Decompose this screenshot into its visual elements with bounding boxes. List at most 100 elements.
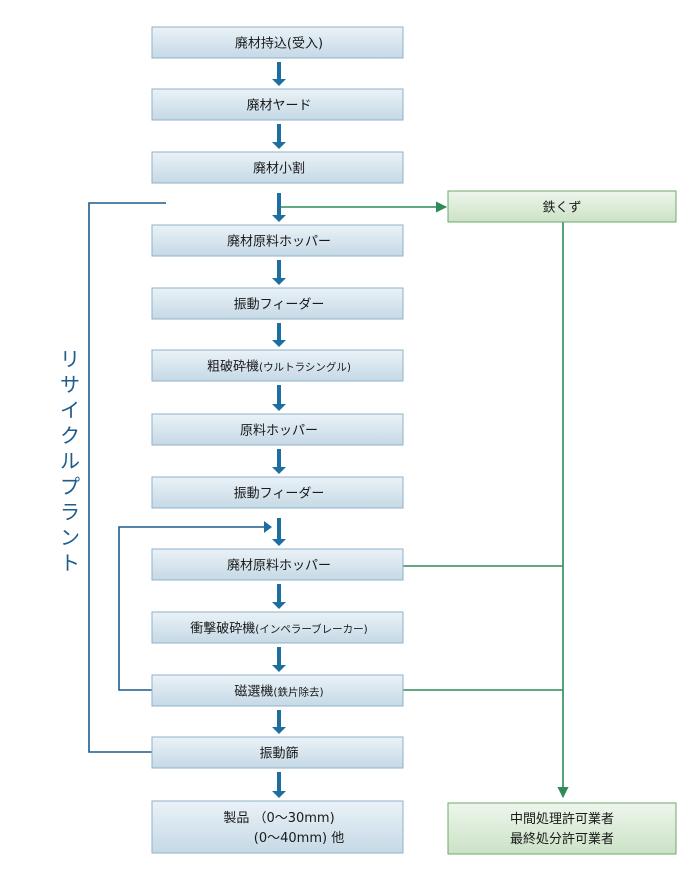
contractor-label-line1: 中間処理許可業者 <box>510 811 614 827</box>
process-step-label: 衝撃破砕機(インペラーブレーカー) <box>190 621 368 637</box>
flow-arrow-head <box>272 142 286 149</box>
process-step-label: 振動フィーダー <box>234 487 325 502</box>
process-step: 廃材小割 <box>151 151 404 184</box>
flow-arrow-shaft <box>277 124 281 142</box>
process-step: 廃材原料ホッパー <box>151 548 404 581</box>
recycle-plant-char: リ <box>60 347 80 371</box>
process-steps: 廃材持込(受入)廃材ヤード廃材小割廃材原料ホッパー振動フィーダー粗破砕機(ウルト… <box>151 26 404 854</box>
flow-arrow-shaft <box>277 710 281 727</box>
process-step-detail: (ウルトラシングル) <box>259 361 351 374</box>
process-step-name: 振動フィーダー <box>234 298 325 313</box>
process-step-name: 廃材ヤード <box>246 98 311 114</box>
contractor-box: 中間処理許可業者 最終処分許可業者 <box>447 802 677 855</box>
process-step-label: 廃材原料ホッパー <box>227 558 331 574</box>
process-step-label: 廃材原料ホッパー <box>227 234 331 250</box>
process-step-name: 廃材原料ホッパー <box>227 234 331 250</box>
flow-arrow <box>272 385 286 411</box>
inner-recycle-arrowhead <box>264 521 272 533</box>
process-step-name: 振動篩 <box>259 747 298 762</box>
process-step-label: 廃材小割 <box>253 161 305 177</box>
process-step: 粗破砕機(ウルトラシングル) <box>151 349 404 382</box>
flow-arrow-head <box>272 404 286 411</box>
flow-arrow-shaft <box>277 518 281 539</box>
process-step-name: 磁選機 <box>234 685 273 700</box>
flow-arrow-head <box>272 467 286 474</box>
flow-arrow-shaft <box>277 772 281 791</box>
flow-arrow-head <box>272 602 286 609</box>
process-step-box <box>151 736 404 769</box>
recycle-plant-char: ル <box>60 449 80 473</box>
main-flow-arrows <box>272 62 286 798</box>
recycle-plant-char: ク <box>60 424 80 448</box>
flow-arrow-head <box>272 665 286 672</box>
flow-arrow <box>272 584 286 609</box>
flow-arrow-shaft <box>277 449 281 467</box>
process-step: 原料ホッパー <box>151 413 404 446</box>
process-step-name: 衝撃破砕機 <box>190 621 255 637</box>
process-step-name: 廃材持込(受入) <box>235 36 323 52</box>
process-step-label: 粗破砕機(ウルトラシングル) <box>207 360 351 375</box>
process-step-name: 振動フィーダー <box>234 487 325 502</box>
process-step: 廃材持込(受入) <box>151 26 404 59</box>
flow-arrow <box>272 193 286 222</box>
process-step-name: 粗破砕機 <box>207 360 259 375</box>
flow-arrow <box>272 647 286 672</box>
process-step-box <box>151 224 404 257</box>
flow-arrow-head <box>272 727 286 734</box>
recycle-plant-char: イ <box>60 398 80 422</box>
recycle-loop <box>88 202 272 753</box>
process-step-box <box>151 674 404 707</box>
flow-arrow-head <box>272 215 286 222</box>
process-step-label: 原料ホッパー <box>240 424 318 439</box>
process-step-box <box>151 611 404 644</box>
process-step-detail: (鉄片除去) <box>273 686 323 699</box>
process-step-label: 廃材持込(受入) <box>235 36 323 52</box>
flow-arrow-head <box>272 79 286 86</box>
outer-recycle-line <box>88 202 166 753</box>
process-step-label: 磁選機(鉄片除去) <box>234 685 323 700</box>
process-step: 廃材原料ホッパー <box>151 224 404 257</box>
flow-arrow-shaft <box>277 584 281 602</box>
process-step-box <box>151 151 404 184</box>
process-step-name: 原料ホッパー <box>240 424 318 439</box>
process-step-detail: (インペラーブレーカー) <box>255 623 368 636</box>
flow-arrow <box>272 124 286 149</box>
flow-arrow <box>272 772 286 798</box>
process-step-label: 振動篩 <box>259 747 298 762</box>
scrap-flow-lines <box>281 201 569 799</box>
process-step-name: 廃材小割 <box>253 161 305 177</box>
process-step-box <box>151 88 404 121</box>
process-step: 廃材ヤード <box>151 88 404 121</box>
process-step-box <box>151 800 404 854</box>
flow-arrow-head <box>272 539 286 546</box>
flow-arrow <box>272 449 286 474</box>
flow-arrow <box>272 323 286 347</box>
flow-arrow-shaft <box>277 647 281 665</box>
process-step-name: 廃材原料ホッパー <box>227 558 331 574</box>
process-step: 振動フィーダー <box>151 476 404 509</box>
process-step-box <box>151 548 404 581</box>
process-step: 振動篩 <box>151 736 404 769</box>
process-step: 製品 （0～30mm)(0～40mm) 他 <box>151 800 404 854</box>
product-label-line2: (0～40mm) 他 <box>254 831 344 846</box>
flow-arrow-shaft <box>277 260 281 278</box>
flow-arrow-shaft <box>277 385 281 404</box>
flow-arrow-head <box>272 340 286 347</box>
process-step-box <box>151 287 404 320</box>
process-step-label: 廃材ヤード <box>246 98 311 114</box>
flow-arrow-shaft <box>277 323 281 340</box>
inner-recycle-line <box>118 526 264 691</box>
recycle-plant-char: ラ <box>60 500 80 524</box>
process-step: 振動フィーダー <box>151 287 404 320</box>
process-step-label: 振動フィーダー <box>234 298 325 313</box>
recycle-plant-char: プ <box>60 475 80 499</box>
process-step-box <box>151 349 404 382</box>
flow-arrow <box>272 710 286 734</box>
flow-arrow-shaft <box>277 193 281 215</box>
recycle-plant-char: ン <box>60 526 80 550</box>
scrap-label: 鉄くず <box>542 201 581 216</box>
flow-arrow <box>272 260 286 285</box>
process-step: 磁選機(鉄片除去) <box>151 674 404 707</box>
flow-arrow-head <box>272 791 286 798</box>
